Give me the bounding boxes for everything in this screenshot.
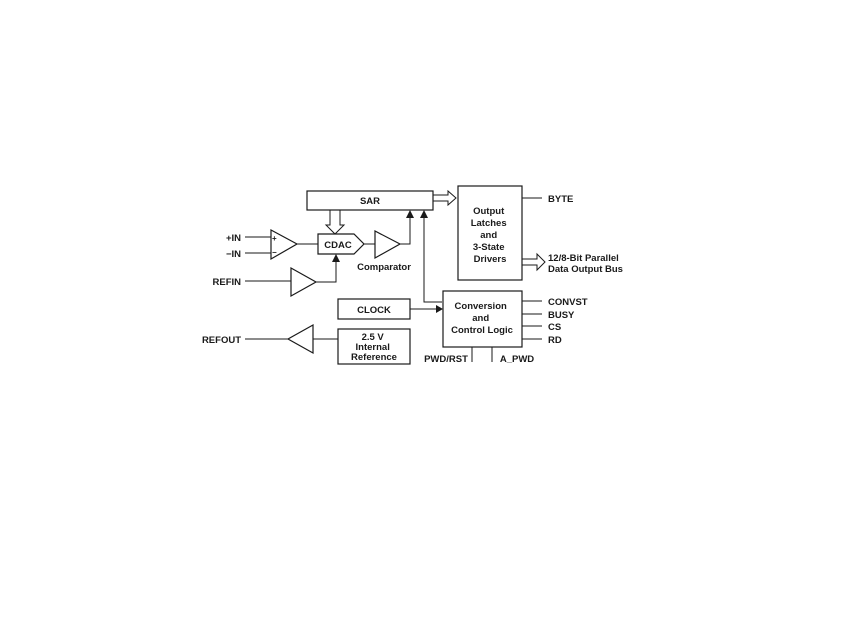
sar-to-cdac-bus-arrow <box>324 210 346 235</box>
clock-label: CLOCK <box>357 305 391 316</box>
cs-pin-label: CS <box>548 322 561 333</box>
comparator-to-sar-arrowhead <box>406 210 414 218</box>
conversion-line3: Control Logic <box>451 325 513 336</box>
busy-pin-label: BUSY <box>548 310 575 321</box>
clock-to-control-arrowhead <box>436 305 443 313</box>
conversion-control-label: Conversion and Control Logic <box>451 301 513 336</box>
pwd-rst-pin-label: PWD/RST <box>424 354 468 365</box>
output-latches-block <box>457 185 523 281</box>
internal-reference-line2: Internal <box>356 342 390 353</box>
cdac-block <box>317 233 365 255</box>
comparator-to-sar-line <box>400 218 411 245</box>
output-latches-line5: Drivers <box>474 254 507 265</box>
comparator-triangle <box>374 230 402 260</box>
a-pwd-pin-label: A_PWD <box>500 354 534 365</box>
comparator-label: Comparator <box>357 262 411 273</box>
sar-label: SAR <box>360 196 380 207</box>
bus-label-line1: 12/8-Bit Parallel <box>548 253 619 264</box>
amp-plus-sign: + <box>272 234 277 243</box>
conversion-line1: Conversion <box>455 301 507 312</box>
output-latches-label: Output Latches and 3-State Drivers <box>471 206 510 265</box>
control-to-sar-arrowhead <box>420 210 428 218</box>
refout-pin-label: REFOUT <box>202 335 241 346</box>
internal-reference-line3: Reference <box>351 352 397 363</box>
refout-buffer-triangle <box>286 323 314 355</box>
amp-minus-sign: − <box>272 248 277 257</box>
output-latches-line1: Output <box>473 206 505 217</box>
minus-in-pin-label: −IN <box>226 249 241 260</box>
bus-label-line2: Data Output Bus <box>548 264 623 275</box>
output-latches-line4: 3-State <box>473 242 505 253</box>
refin-buffer-triangle <box>290 266 318 298</box>
refin-to-cdac-line <box>316 262 337 283</box>
internal-reference-line1: 2.5 V <box>362 332 385 343</box>
cdac-label: CDAC <box>324 240 352 251</box>
output-latches-line2: Latches <box>471 218 507 229</box>
control-to-sar-line <box>423 218 442 303</box>
internal-reference-label: 2.5 V Internal Reference <box>351 332 397 363</box>
conversion-control-block <box>442 290 523 348</box>
output-latches-line3: and <box>480 230 497 241</box>
output-bus-arrow <box>522 252 546 272</box>
internal-reference-block <box>337 328 411 365</box>
plus-in-pin-label: +IN <box>226 233 241 244</box>
refin-to-cdac-arrowhead <box>332 254 340 262</box>
byte-pin-label: BYTE <box>548 194 573 205</box>
conversion-line2: and <box>472 313 489 324</box>
convst-pin-label: CONVST <box>548 297 588 308</box>
input-amplifier-triangle <box>270 228 299 261</box>
refin-pin-label: REFIN <box>213 277 242 288</box>
rd-pin-label: RD <box>548 335 562 346</box>
sar-to-latches-bus-arrow <box>433 189 457 207</box>
